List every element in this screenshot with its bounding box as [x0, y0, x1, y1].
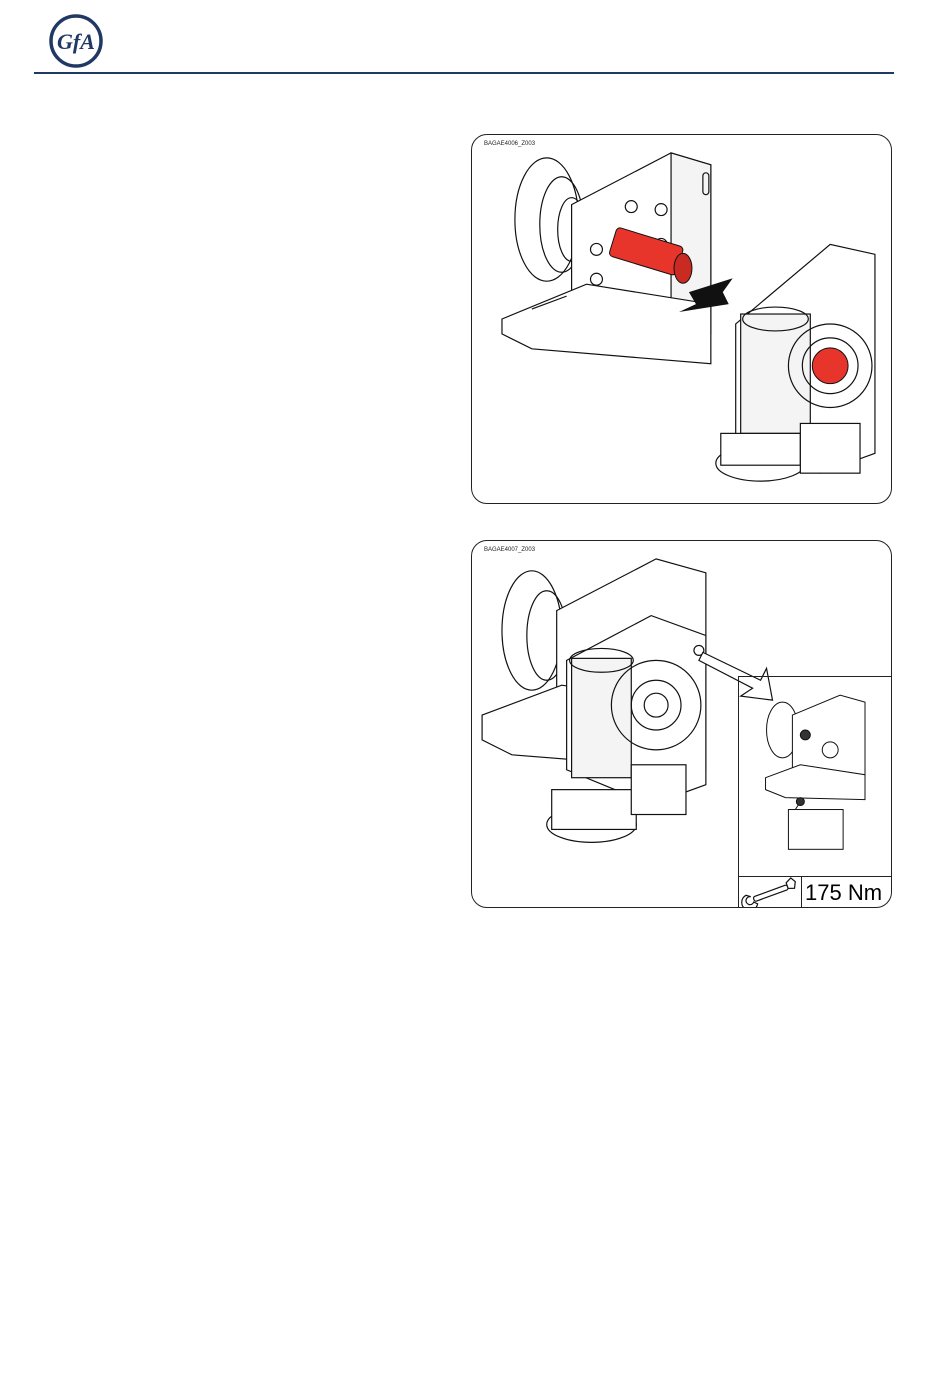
shaft-insertion-illustration: [472, 135, 891, 503]
gfa-logo: GfA: [44, 14, 108, 68]
figure-shaft-insertion: BAGAE4006_Z003: [471, 134, 892, 504]
svg-text:GfA: GfA: [57, 29, 95, 54]
header-rule: [34, 72, 894, 74]
wrench-icon: [739, 877, 802, 908]
figure-mounted-unit: BAGAE4007_Z003: [471, 540, 892, 908]
detail-view-frame: [738, 676, 892, 908]
torque-spec: 175 Nm: [738, 876, 892, 908]
torque-value: 175 Nm: [805, 880, 882, 906]
